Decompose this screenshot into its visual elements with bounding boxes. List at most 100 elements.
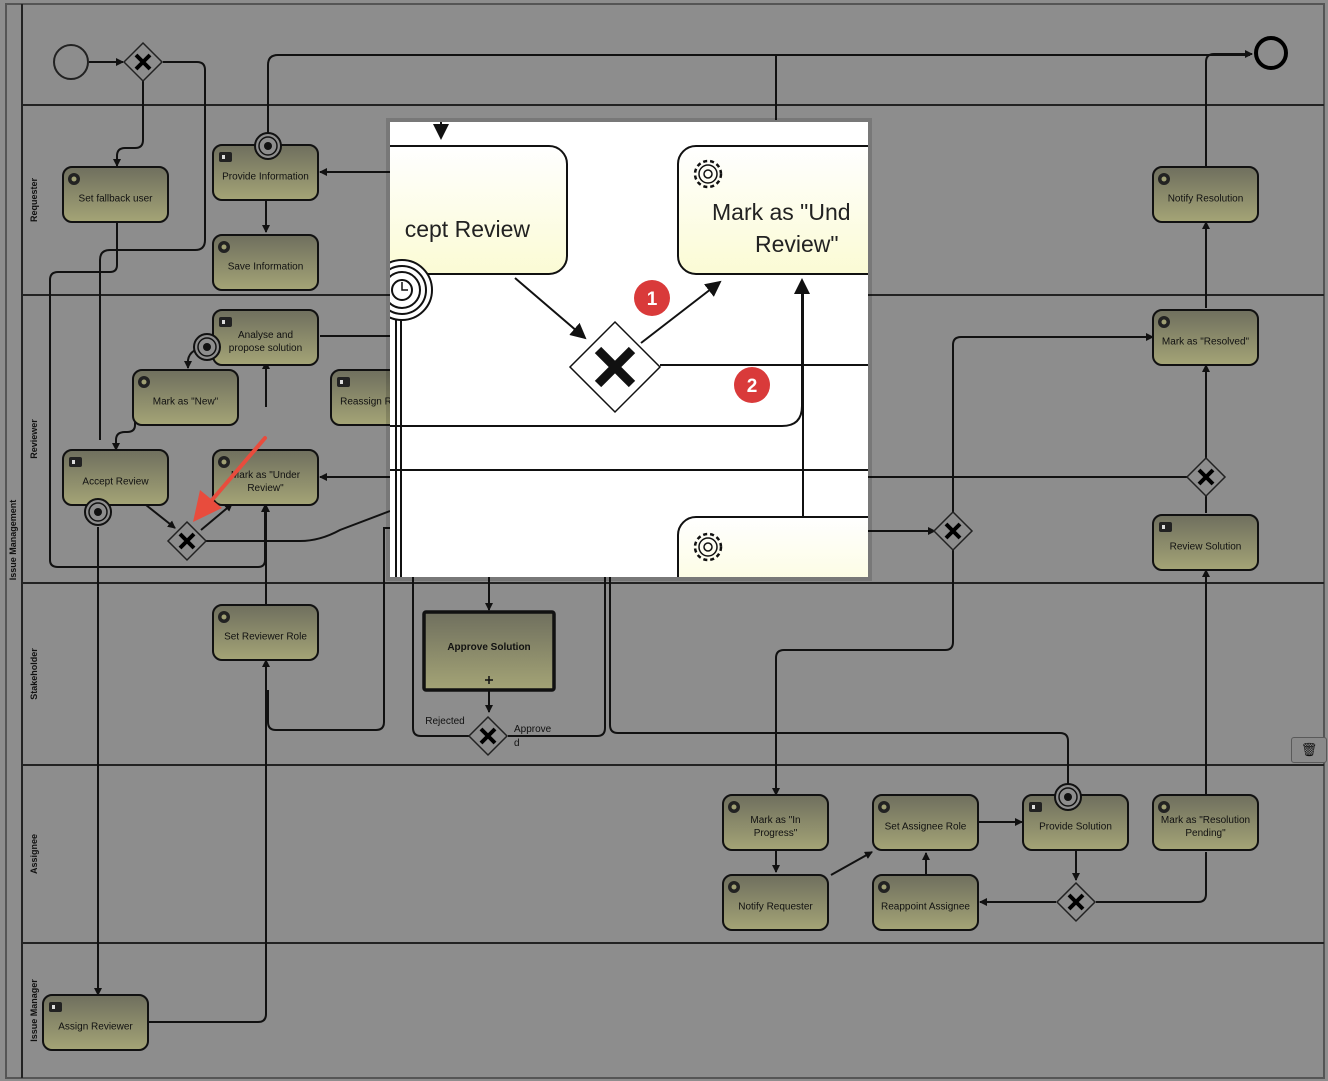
gear-icon: [218, 456, 230, 468]
task-label: Approve Solution: [447, 642, 530, 653]
task-label: Review": [247, 483, 284, 494]
gear-icon: [138, 376, 150, 388]
task-label: Review Solution: [1170, 542, 1242, 553]
task-assign-reviewer[interactable]: Assign Reviewer: [42, 994, 149, 1051]
task-reassign-reviewer[interactable]: Reassign R: [330, 369, 402, 426]
delete-button[interactable]: 🗑: [1291, 737, 1327, 763]
task-set-reviewer-role[interactable]: Set Reviewer Role: [212, 604, 319, 661]
user-task-icon: [337, 377, 350, 387]
task-set-fallback-user[interactable]: Set fallback user: [62, 166, 169, 223]
gear-icon: [728, 881, 740, 893]
user-task-icon: [219, 317, 232, 327]
exclusive-gateway[interactable]: [122, 41, 164, 83]
gear-icon: [218, 241, 230, 253]
gear-icon: [878, 801, 890, 813]
user-task-icon: [219, 152, 232, 162]
task-label: Set fallback user: [79, 194, 154, 205]
gear-icon: [1158, 316, 1170, 328]
timer-boundary-event[interactable]: [193, 333, 221, 361]
trash-icon: 🗑: [1300, 742, 1318, 758]
task-label: Mark as "New": [153, 397, 219, 408]
rejected-flow-label: Rejected: [425, 716, 464, 727]
task-save-information[interactable]: Save Information: [212, 234, 319, 291]
approved-flow-label-2: d: [514, 738, 520, 749]
exclusive-gateway[interactable]: [467, 715, 509, 757]
zoom-mark-under-review-label-1: Mark as "Und: [712, 199, 851, 225]
lane-labels: RequesterReviewerStakeholderAssigneeIssu…: [29, 177, 39, 1041]
timer-boundary-event[interactable]: [1054, 783, 1082, 811]
task-label: Reappoint Assignee: [881, 902, 970, 913]
task-label: Mark as "In: [750, 815, 800, 826]
gateways: [122, 41, 1227, 923]
lane-label-reviewer: Reviewer: [29, 419, 39, 459]
lane-label-stakeholder: Stakeholder: [29, 648, 39, 700]
task-review-solution[interactable]: Review Solution: [1152, 514, 1259, 571]
gear-icon: [693, 532, 723, 562]
user-task-icon: [49, 1002, 62, 1012]
task-label: Analyse and: [238, 330, 293, 341]
gear-icon: [693, 159, 723, 189]
zoom-accept-review-task[interactable]: [340, 145, 568, 275]
start-event[interactable]: [53, 44, 89, 80]
task-mark-as-resolved[interactable]: Mark as "Resolved": [1152, 309, 1259, 366]
gear-icon: [68, 173, 80, 185]
callout-badge-2-label: 2: [747, 376, 758, 397]
task-label: Pending": [1185, 828, 1226, 839]
lane-dividers: [21, 4, 1324, 1078]
user-task-icon: [1029, 802, 1042, 812]
callout-badge-1-label: 1: [647, 289, 658, 310]
task-reappoint-assignee[interactable]: Reappoint Assignee: [872, 874, 979, 931]
callout-badge-2: [734, 367, 770, 403]
task-label: Notify Requester: [738, 902, 813, 913]
pool-label: Issue Management: [8, 500, 18, 581]
callout-badge-1: [634, 280, 670, 316]
boundary-events: [84, 132, 1082, 811]
task-mark-as-new[interactable]: Mark as "New": [132, 369, 239, 426]
exclusive-gateway[interactable]: [1185, 456, 1227, 498]
exclusive-gateway[interactable]: [1055, 881, 1097, 923]
timer-boundary-event[interactable]: [254, 132, 282, 160]
gear-icon: [878, 881, 890, 893]
task-label: Provide Information: [222, 172, 309, 183]
task-label: Mark as "Under: [231, 470, 301, 481]
task-analyse-and-propose-solution[interactable]: Analyse and propose solution: [212, 309, 319, 366]
lane-label-issue-manager: Issue Manager: [29, 979, 39, 1042]
task-label: Notify Resolution: [1168, 194, 1244, 205]
gear-icon: [728, 801, 740, 813]
task-label: Accept Review: [82, 477, 149, 488]
zoom-inset: cept Review Mark as "Und Review" 1 2: [340, 118, 888, 617]
lane-label-assignee: Assignee: [29, 834, 39, 874]
task-label: Mark as "Resolution: [1161, 815, 1250, 826]
zoom-mark-under-review-label-2: Review": [755, 231, 839, 257]
gear-icon: [218, 611, 230, 623]
lane-label-requester: Requester: [29, 177, 39, 222]
end-event[interactable]: [1254, 36, 1288, 70]
gear-icon: [1158, 801, 1170, 813]
task-label: Set Assignee Role: [885, 822, 967, 833]
zoom-lower-task[interactable]: [677, 516, 888, 617]
task-notify-requester[interactable]: Notify Requester: [722, 874, 829, 931]
task-label: Progress": [754, 828, 798, 839]
zoom-mark-under-review-task[interactable]: [677, 145, 888, 275]
user-task-icon: [1159, 522, 1172, 532]
task-accept-review[interactable]: Accept Review: [62, 449, 169, 506]
task-label: Save Information: [228, 262, 304, 273]
task-label: propose solution: [229, 343, 302, 354]
task-label: Mark as "Resolved": [1162, 337, 1250, 348]
task-provide-information[interactable]: Provide Information: [212, 144, 319, 201]
task-approve-solution[interactable]: Approve Solution: [422, 610, 556, 692]
pool-border: [5, 3, 1325, 1079]
exclusive-gateway[interactable]: [166, 520, 208, 562]
task-notify-resolution[interactable]: Notify Resolution: [1152, 166, 1259, 223]
task-set-assignee-role[interactable]: Set Assignee Role: [872, 794, 979, 851]
timer-boundary-event[interactable]: [84, 498, 112, 526]
exclusive-gateway[interactable]: [932, 510, 974, 552]
user-task-icon: [69, 457, 82, 467]
task-label: Reassign R: [340, 397, 392, 408]
gear-icon: [1158, 173, 1170, 185]
annotation-arrow: [193, 436, 267, 522]
